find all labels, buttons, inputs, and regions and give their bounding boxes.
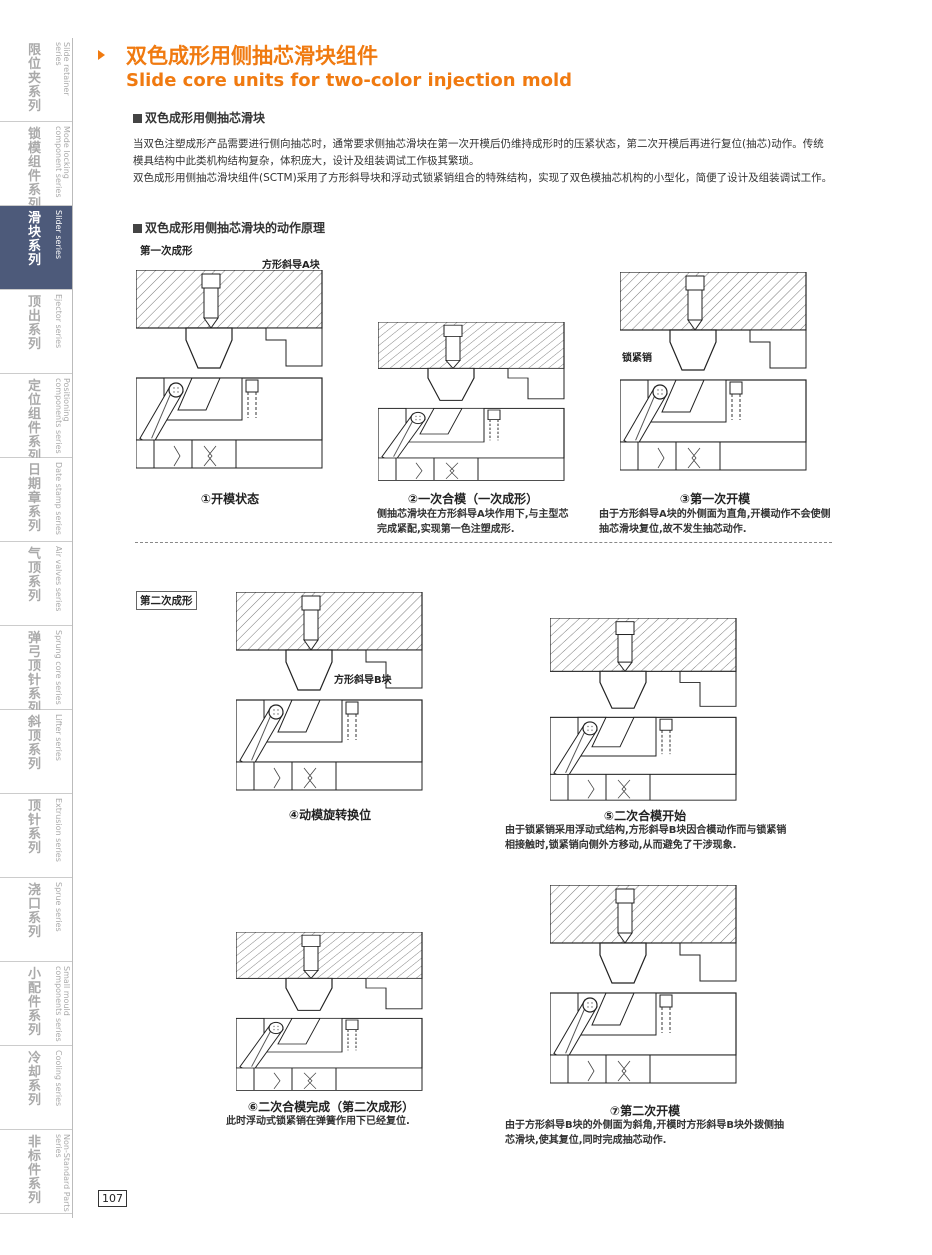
step-caption-7: ⑦第二次开模 bbox=[609, 1104, 681, 1118]
sidebar-item-sprung-core[interactable]: 弹弓顶针系列 Sprung core series bbox=[0, 626, 72, 716]
stage-label-second: 第二次成形 bbox=[136, 591, 197, 610]
sidebar-item-non-standard[interactable]: 非标件系列 Non-Standard Parts series bbox=[0, 1130, 72, 1214]
sidebar-item-label-en: Sprue series bbox=[54, 882, 62, 932]
sidebar-item-slide-retainer[interactable]: 限位夹系列 Slide retainer series bbox=[0, 38, 72, 122]
step-caption-5: ⑤二次合模开始 bbox=[603, 809, 687, 823]
callout-guide-b: 方形斜导B块 bbox=[334, 675, 392, 686]
section-divider bbox=[135, 542, 832, 543]
sidebar-item-small-components[interactable]: 小配件系列 Small mould components series bbox=[0, 962, 72, 1046]
step-desc-5: 由于锁紧销采用浮动式结构,方形斜导B块因合模动作而与锁紧销相接触时,锁紧销向侧外… bbox=[505, 825, 787, 851]
sidebar-item-mode-locking[interactable]: 锁模组件系列 Mode locking component series bbox=[0, 122, 72, 212]
sidebar-item-label-en: Small mould components series bbox=[54, 966, 70, 1042]
sidebar-item-label-en: Sprung core series bbox=[54, 630, 62, 705]
sidebar-item-label: 定位组件系列 bbox=[28, 379, 42, 464]
section-heading-text: 双色成形用侧抽芯滑块的动作原理 bbox=[145, 221, 326, 235]
section-heading: 双色成形用侧抽芯滑块的动作原理 bbox=[133, 219, 325, 236]
sidebar-item-label: 滑块系列 bbox=[28, 211, 42, 268]
callout-guide-a: 方形斜导A块 bbox=[262, 260, 320, 271]
sidebar-item-label: 浇口系列 bbox=[28, 883, 42, 940]
sidebar-item-label: 气顶系列 bbox=[28, 547, 42, 604]
sidebar-item-label: 顶出系列 bbox=[28, 295, 42, 352]
step-caption-4: ④动模旋转换位 bbox=[288, 808, 372, 822]
sidebar-item-label-en: Non-Standard Parts series bbox=[54, 1134, 70, 1212]
step-caption-2: ②一次合模（一次成形） bbox=[407, 492, 539, 506]
step-desc-2: 侧抽芯滑块在方形斜导A块作用下,与主型芯完成紧配,实现第一色注塑成形. bbox=[377, 509, 569, 535]
sidebar-item-label: 弹弓顶针系列 bbox=[28, 631, 42, 716]
series-sidebar: 限位夹系列 Slide retainer series 锁模组件系列 Mode lo… bbox=[0, 38, 73, 1218]
step-desc-7: 由于方形斜导B块的外侧面为斜角,开模时方形斜导B块外拨侧抽芯滑块,使其复位,同时… bbox=[505, 1120, 785, 1146]
section-heading: 双色成形用侧抽芯滑块 bbox=[133, 109, 265, 126]
step-caption-1: ①开模状态 bbox=[200, 492, 260, 506]
figure-step-5-second-close-start bbox=[550, 618, 737, 801]
callout-lock-pin: 锁紧销 bbox=[622, 353, 652, 364]
sidebar-item-label-en: Extrusion series bbox=[54, 798, 62, 862]
sidebar-item-label-en: Slider series bbox=[54, 210, 62, 260]
sidebar-item-ejector[interactable]: 顶出系列 Ejector series bbox=[0, 290, 72, 374]
sidebar-item-label: 冷却系列 bbox=[28, 1051, 42, 1108]
section-heading-text: 双色成形用侧抽芯滑块 bbox=[145, 111, 266, 125]
sidebar-item-cooling[interactable]: 冷却系列 Cooling series bbox=[0, 1046, 72, 1130]
stage-label-first: 第一次成形 bbox=[140, 245, 193, 257]
sidebar-item-label: 限位夹系列 bbox=[28, 43, 42, 114]
step-caption-3: ③第一次开模 bbox=[679, 492, 751, 506]
sidebar-item-label: 非标件系列 bbox=[28, 1135, 42, 1206]
sidebar-item-slider[interactable]: 滑块系列 Slider series bbox=[0, 206, 72, 290]
sidebar-item-label-en: Mode locking component series bbox=[54, 126, 70, 198]
step-caption-6: ⑥二次合模完成（第二次成形） bbox=[247, 1100, 415, 1114]
page-title-en: Slide core units for two-color injection… bbox=[126, 70, 572, 91]
sidebar-item-label-en: Positioning components series bbox=[54, 378, 70, 454]
sidebar-item-label: 斜顶系列 bbox=[28, 715, 42, 772]
sidebar-item-label: 顶针系列 bbox=[28, 799, 42, 856]
sidebar-item-extrusion[interactable]: 顶针系列 Extrusion series bbox=[0, 794, 72, 878]
intro-paragraph: 当双色注塑成形产品需要进行侧向抽芯时，通常要求侧抽芯滑块在第一次开模后仍维持成形… bbox=[133, 138, 824, 167]
sidebar-item-label-en: Date stamp series bbox=[54, 462, 62, 535]
figure-step-3-first-open bbox=[620, 272, 807, 471]
sidebar-item-sprue[interactable]: 浇口系列 Sprue series bbox=[0, 878, 72, 962]
square-bullet-icon bbox=[133, 114, 142, 123]
sidebar-item-label: 日期章系列 bbox=[28, 463, 42, 534]
sidebar-item-label-en: Cooling series bbox=[54, 1050, 62, 1107]
page-number: 107 bbox=[98, 1190, 127, 1207]
title-arrow-icon bbox=[98, 50, 105, 60]
figure-step-2-first-close bbox=[378, 322, 565, 482]
square-bullet-icon bbox=[133, 224, 142, 233]
sidebar-item-lifter[interactable]: 斜顶系列 Lifter series bbox=[0, 710, 72, 794]
sidebar-item-label-en: Ejector series bbox=[54, 294, 62, 349]
page-title: 双色成形用侧抽芯滑块组件 bbox=[126, 44, 378, 68]
sidebar-item-label-en: Slide retainer series bbox=[54, 42, 70, 96]
sidebar-item-label: 锁模组件系列 bbox=[28, 127, 42, 212]
sidebar-item-label: 小配件系列 bbox=[28, 967, 42, 1038]
sidebar-item-label-en: Air valves series bbox=[54, 546, 62, 612]
step-desc-6: 此时浮动式锁紧销在弹簧作用下已经复位. bbox=[226, 1116, 410, 1127]
intro-paragraph-2: 双色成形用侧抽芯滑块组件(SCTM)采用了方形斜导块和浮动式锁紧销组合的特殊结构… bbox=[133, 172, 833, 184]
sidebar-item-air-valves[interactable]: 气顶系列 Air valves series bbox=[0, 542, 72, 626]
figure-step-7-second-open bbox=[550, 885, 737, 1084]
step-desc-3: 由于方形斜导A块的外侧面为直角,开模动作不会使侧抽芯滑块复位,故不发生抽芯动作. bbox=[599, 509, 831, 535]
figure-step-6-second-close-done bbox=[236, 932, 423, 1092]
sidebar-item-date-stamp[interactable]: 日期章系列 Date stamp series bbox=[0, 458, 72, 542]
figure-step-1-open bbox=[136, 270, 323, 469]
figure-step-4-rotate bbox=[236, 592, 423, 791]
sidebar-item-label-en: Lifter series bbox=[54, 714, 62, 761]
sidebar-item-positioning[interactable]: 定位组件系列 Positioning components series bbox=[0, 374, 72, 464]
